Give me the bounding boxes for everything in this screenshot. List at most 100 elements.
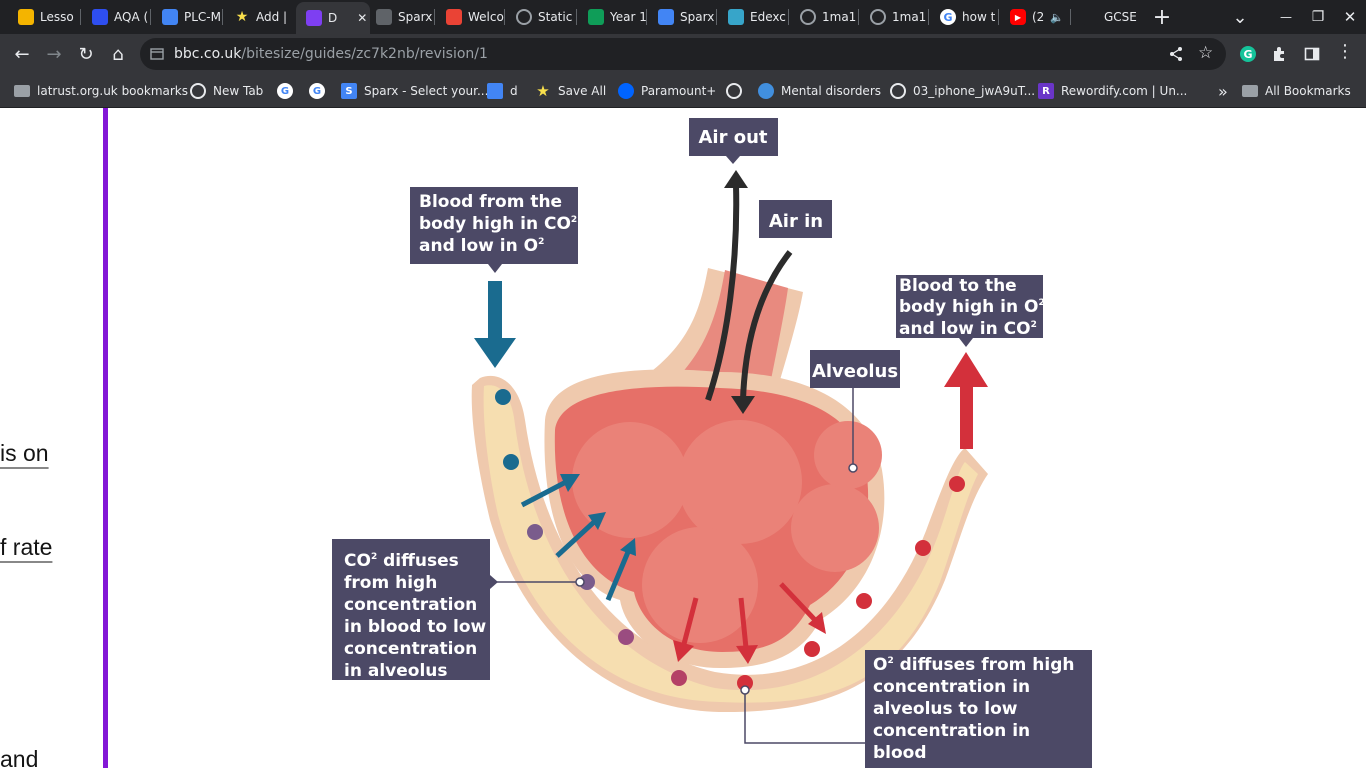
sparx-icon: S xyxy=(341,83,357,99)
tab-4[interactable]: D✕ xyxy=(296,2,370,34)
more-bookmarks-icon[interactable]: » xyxy=(1218,81,1228,101)
bookmark-label: latrust.org.uk bookmarks xyxy=(37,84,188,98)
tab-10[interactable]: Edexc xyxy=(718,4,788,30)
bookmark-label: Mental disorders xyxy=(781,84,882,98)
star-icon: ★ xyxy=(235,9,249,25)
co2-diffusion-arrows xyxy=(520,479,631,601)
home-icon[interactable]: ⌂ xyxy=(112,43,124,65)
tab-0[interactable]: Lesso xyxy=(8,4,78,30)
bookmark-item[interactable] xyxy=(726,81,742,101)
close-window-icon[interactable]: ✕ xyxy=(1343,8,1357,26)
label-air-out: Air out xyxy=(689,118,778,164)
tab-title: Static xyxy=(538,10,573,24)
tab-6[interactable]: Welco xyxy=(436,4,506,30)
air-in-arrowhead xyxy=(731,396,755,414)
tab-3[interactable]: ★ Add | xyxy=(224,4,294,30)
side-panel-icon[interactable] xyxy=(1304,46,1320,62)
svg-text:O2 diffuses from high: O2 diffuses from high xyxy=(873,655,1075,675)
bookmark-item[interactable]: Paramount+ xyxy=(618,81,716,101)
slides-icon xyxy=(18,9,34,25)
menu-icon[interactable]: ⋮ xyxy=(1336,41,1354,62)
bookmark-label: Save All xyxy=(558,84,607,98)
all-bookmarks-button[interactable]: All Bookmarks xyxy=(1242,81,1351,101)
bookmark-star-icon[interactable]: ☆ xyxy=(1198,43,1214,63)
share-icon[interactable] xyxy=(1168,46,1184,62)
svg-text:CO2 diffuses: CO2 diffuses xyxy=(344,551,459,571)
tab-9[interactable]: Sparx xyxy=(648,4,718,30)
bookmark-item[interactable]: 03_iphone_jwA9uT... xyxy=(890,81,1035,101)
bookmark-item[interactable]: G xyxy=(277,81,293,101)
tab-11[interactable]: 1ma1 xyxy=(790,4,860,30)
svg-text:Air in: Air in xyxy=(769,211,823,232)
side-text-2[interactable]: f rate xyxy=(0,534,53,560)
minimize-icon[interactable]: — xyxy=(1280,10,1292,24)
tab-5[interactable]: Sparx xyxy=(366,4,436,30)
audio-playing-icon[interactable]: 🔈 xyxy=(1050,10,1065,24)
star-icon: ★ xyxy=(536,82,550,100)
side-text-1[interactable]: is on xyxy=(0,440,49,466)
globe-icon xyxy=(800,9,816,25)
tab-title: Lesso xyxy=(40,10,74,24)
blood-out-arrowhead xyxy=(944,352,988,387)
extensions-icon[interactable] xyxy=(1271,46,1287,62)
bookmark-item[interactable]: ★ Save All xyxy=(535,81,606,101)
page-content: is on f rate and xyxy=(0,108,1366,768)
svg-text:concentration: concentration xyxy=(344,595,477,615)
svg-text:concentration in: concentration in xyxy=(873,721,1030,741)
tab-8[interactable]: Year 1 xyxy=(578,4,648,30)
tab-12[interactable]: 1ma1 xyxy=(860,4,930,30)
svg-text:alveolus to low: alveolus to low xyxy=(873,699,1018,719)
globe-icon xyxy=(726,83,742,99)
bookmark-item[interactable]: d xyxy=(487,81,518,101)
label-o2-diffuses: O2 diffuses from high concentration in a… xyxy=(865,650,1092,768)
blood-out-arrow-shaft xyxy=(960,385,973,449)
tab-title: D xyxy=(328,11,338,25)
tab-search-icon[interactable]: ⌄ xyxy=(1232,6,1248,28)
tab-title: Add | xyxy=(256,10,288,24)
svg-text:concentration in: concentration in xyxy=(873,677,1030,697)
alveolus-lobe xyxy=(814,421,882,489)
back-icon[interactable]: ← xyxy=(14,43,30,65)
tab-separator xyxy=(788,9,789,25)
globe-icon xyxy=(890,83,906,99)
site-info-icon[interactable] xyxy=(150,47,164,61)
bookmark-label: d xyxy=(510,84,518,98)
alveolus-diagram: Air out Air in Alveolus Blood from the b… xyxy=(332,118,1092,768)
bookmark-item[interactable]: latrust.org.uk bookmarks xyxy=(14,81,188,101)
youtube-icon: ▶ xyxy=(1010,9,1026,25)
maximize-icon[interactable]: ❐ xyxy=(1311,9,1325,25)
new-tab-icon[interactable]: + xyxy=(1152,4,1172,30)
all-bookmarks-label: All Bookmarks xyxy=(1265,84,1351,98)
bookmark-item[interactable]: New Tab xyxy=(190,81,263,101)
address-bar[interactable]: bbc.co.uk/bitesize/guides/zc7k2nb/revisi… xyxy=(140,38,1226,70)
url-text[interactable]: bbc.co.uk/bitesize/guides/zc7k2nb/revisi… xyxy=(174,46,488,62)
tab-2[interactable]: PLC-M xyxy=(152,4,222,30)
sparx-s-icon xyxy=(658,9,674,25)
folder-icon xyxy=(14,85,30,97)
tab-1[interactable]: AQA ( xyxy=(82,4,152,30)
label-blood-from-body: Blood from the body high in CO2 and low … xyxy=(410,187,578,273)
alveolus-lobe xyxy=(572,422,688,538)
label-co2-diffuses: CO2 diffuses from high concentration in … xyxy=(332,539,498,681)
bookmark-item[interactable]: G xyxy=(309,81,325,101)
tab-close-icon[interactable]: ✕ xyxy=(357,11,368,25)
tab-title: Edexc xyxy=(750,10,786,24)
bookmark-item[interactable]: Mental disorders xyxy=(758,81,881,101)
tab-7[interactable]: Static xyxy=(506,4,576,30)
reload-icon[interactable]: ↻ xyxy=(78,43,94,65)
leader-lines xyxy=(490,388,866,744)
bitesize-icon xyxy=(306,10,322,26)
tab-14[interactable]: ▶(2🔈 xyxy=(1000,4,1070,30)
tab-15[interactable]: GCSE xyxy=(1072,4,1142,30)
forward-icon[interactable]: → xyxy=(46,43,62,65)
url-path: /bitesize/guides/zc7k2nb/revision/1 xyxy=(241,46,488,62)
grammarly-icon[interactable]: G xyxy=(1240,46,1256,62)
tab-separator xyxy=(576,9,577,25)
alveolus-lobe xyxy=(791,484,879,572)
svg-text:body high in CO2: body high in CO2 xyxy=(419,214,577,234)
